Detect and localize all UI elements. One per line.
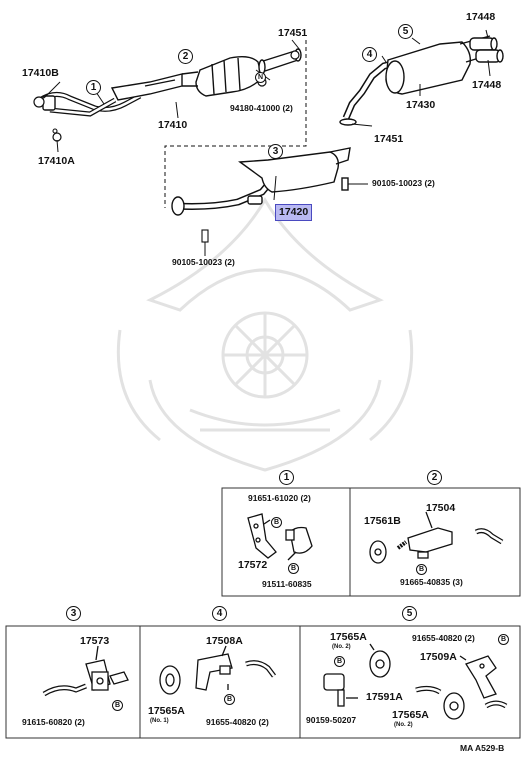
detail2-parts <box>369 511 504 564</box>
front-pipe <box>38 73 183 117</box>
d4-label-91655: 91655-40820 (2) <box>206 717 269 727</box>
callout-1: 1 <box>86 80 101 95</box>
d4-label-17508A: 17508A <box>206 635 243 647</box>
diagram-code: MA A529-B <box>460 743 505 753</box>
label-17410B: 17410B <box>22 67 59 79</box>
d3-b-marker: B <box>112 700 123 711</box>
detail5-parts <box>323 643 508 720</box>
detail5-number: 5 <box>402 606 417 621</box>
d1-label-91511: 91511-60835 <box>262 579 312 589</box>
catalytic-converter <box>181 48 302 97</box>
d3-label-17573: 17573 <box>80 635 110 647</box>
detail1-parts <box>247 513 313 561</box>
d5-label-no2-a: (No. 2) <box>332 644 351 650</box>
d5-label-17565A-1: 17565A <box>330 631 367 643</box>
d5-label-17591A: 17591A <box>366 691 403 703</box>
d4-label-17565A: 17565A <box>148 705 185 717</box>
d4-label-no1: (No. 1) <box>150 718 169 724</box>
watermark-emblem <box>116 197 414 472</box>
d1-label-91651: 91651-61020 (2) <box>248 493 311 503</box>
callout-4: 4 <box>362 47 377 62</box>
label-17448-bottom: 17448 <box>472 79 502 91</box>
detail3-number: 3 <box>66 606 81 621</box>
detail4-parts <box>159 645 276 695</box>
detail3-parts <box>42 645 129 697</box>
callout-5: 5 <box>398 24 413 39</box>
d2-label-17561B: 17561B <box>364 515 401 527</box>
detail2-number: 2 <box>427 470 442 485</box>
d1-b-marker-2: B <box>288 563 299 574</box>
label-90105-b: 90105-10023 (2) <box>172 257 235 267</box>
tail-pipe <box>339 60 393 126</box>
d2-label-17504: 17504 <box>426 502 456 514</box>
d5-label-no2-b: (No. 2) <box>394 722 413 728</box>
center-pipe <box>171 147 351 216</box>
label-90105-a: 90105-10023 (2) <box>372 178 435 188</box>
label-17410A: 17410A <box>38 155 75 167</box>
detail-boxes <box>5 487 521 739</box>
d5-b-marker-2: B <box>334 656 345 667</box>
d5-label-17565A-2: 17565A <box>392 709 429 721</box>
label-17451-top: 17451 <box>278 27 308 39</box>
label-94180: 94180-41000 (2) <box>230 103 293 113</box>
callout-2: 2 <box>178 49 193 64</box>
callout-n-marker: N <box>255 72 266 83</box>
d3-label-91615: 91615-60820 (2) <box>22 717 85 727</box>
d5-label-17509A: 17509A <box>420 651 457 663</box>
detail4-number: 4 <box>212 606 227 621</box>
d2-label-91665: 91665-40835 (3) <box>400 577 463 587</box>
d1-label-17572: 17572 <box>238 559 268 571</box>
label-17448-top: 17448 <box>466 11 496 23</box>
callout-3: 3 <box>268 144 283 159</box>
d5-label-91655: 91655-40820 (2) <box>412 633 475 643</box>
label-17430: 17430 <box>406 99 436 111</box>
main-muffler <box>385 35 504 95</box>
d5-label-90159: 90159-50207 <box>306 715 357 725</box>
label-17410: 17410 <box>158 119 188 131</box>
detail1-number: 1 <box>279 470 294 485</box>
d5-b-marker-1: B <box>498 634 509 645</box>
label-17451-mid: 17451 <box>374 133 404 145</box>
d2-b-marker: B <box>416 564 427 575</box>
d4-b-marker: B <box>224 694 235 705</box>
label-17420-highlighted: 17420 <box>275 204 313 221</box>
d1-b-marker-1: B <box>271 517 282 528</box>
